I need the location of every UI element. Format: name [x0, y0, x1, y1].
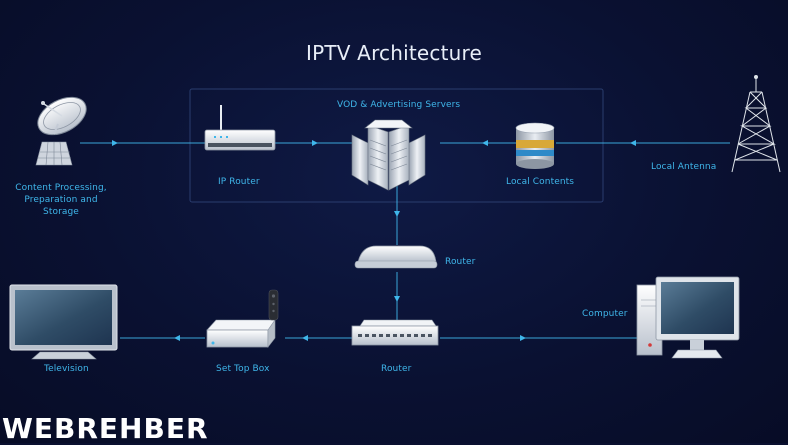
arrow-7 — [520, 335, 526, 341]
arrow-9 — [174, 335, 180, 341]
label-content-processing: Content Processing, Preparation and Stor… — [15, 183, 107, 217]
label-set-top-box: Set Top Box — [216, 364, 270, 374]
set-top-box-icon — [206, 319, 276, 348]
label-local-contents: Local Contents — [506, 177, 575, 187]
arrow-8 — [302, 335, 308, 341]
arrow-6 — [394, 296, 400, 302]
label-computer: Computer — [582, 309, 628, 319]
router-bottom-icon — [351, 319, 439, 346]
diagram-title: IPTV Architecture — [305, 41, 483, 65]
antenna-array-icon — [35, 141, 73, 166]
label-router-bottom: Router — [381, 364, 412, 374]
local-contents-icon — [515, 122, 555, 169]
television-icon — [9, 284, 118, 360]
ip-router-icon — [204, 105, 276, 151]
router-middle-icon — [354, 245, 438, 269]
arrow-5 — [394, 211, 400, 217]
satellite-dish-icon — [37, 96, 87, 136]
label-router-middle: Router — [445, 257, 476, 267]
remote-control-icon — [268, 289, 279, 321]
webrehber-logo: WEBREHBER — [2, 412, 209, 445]
arrow-3 — [482, 140, 488, 146]
arrow-4 — [630, 140, 636, 146]
label-ip-router: IP Router — [218, 177, 260, 187]
arrow-1 — [112, 140, 118, 146]
vod-servers-icon — [351, 119, 426, 191]
label-vod-servers: VOD & Advertising Servers — [337, 100, 461, 110]
antenna-tower-icon — [731, 75, 781, 173]
label-local-antenna: Local Antenna — [651, 162, 717, 172]
computer-icon — [636, 276, 740, 359]
arrow-2 — [312, 140, 318, 146]
label-television: Television — [44, 364, 89, 374]
